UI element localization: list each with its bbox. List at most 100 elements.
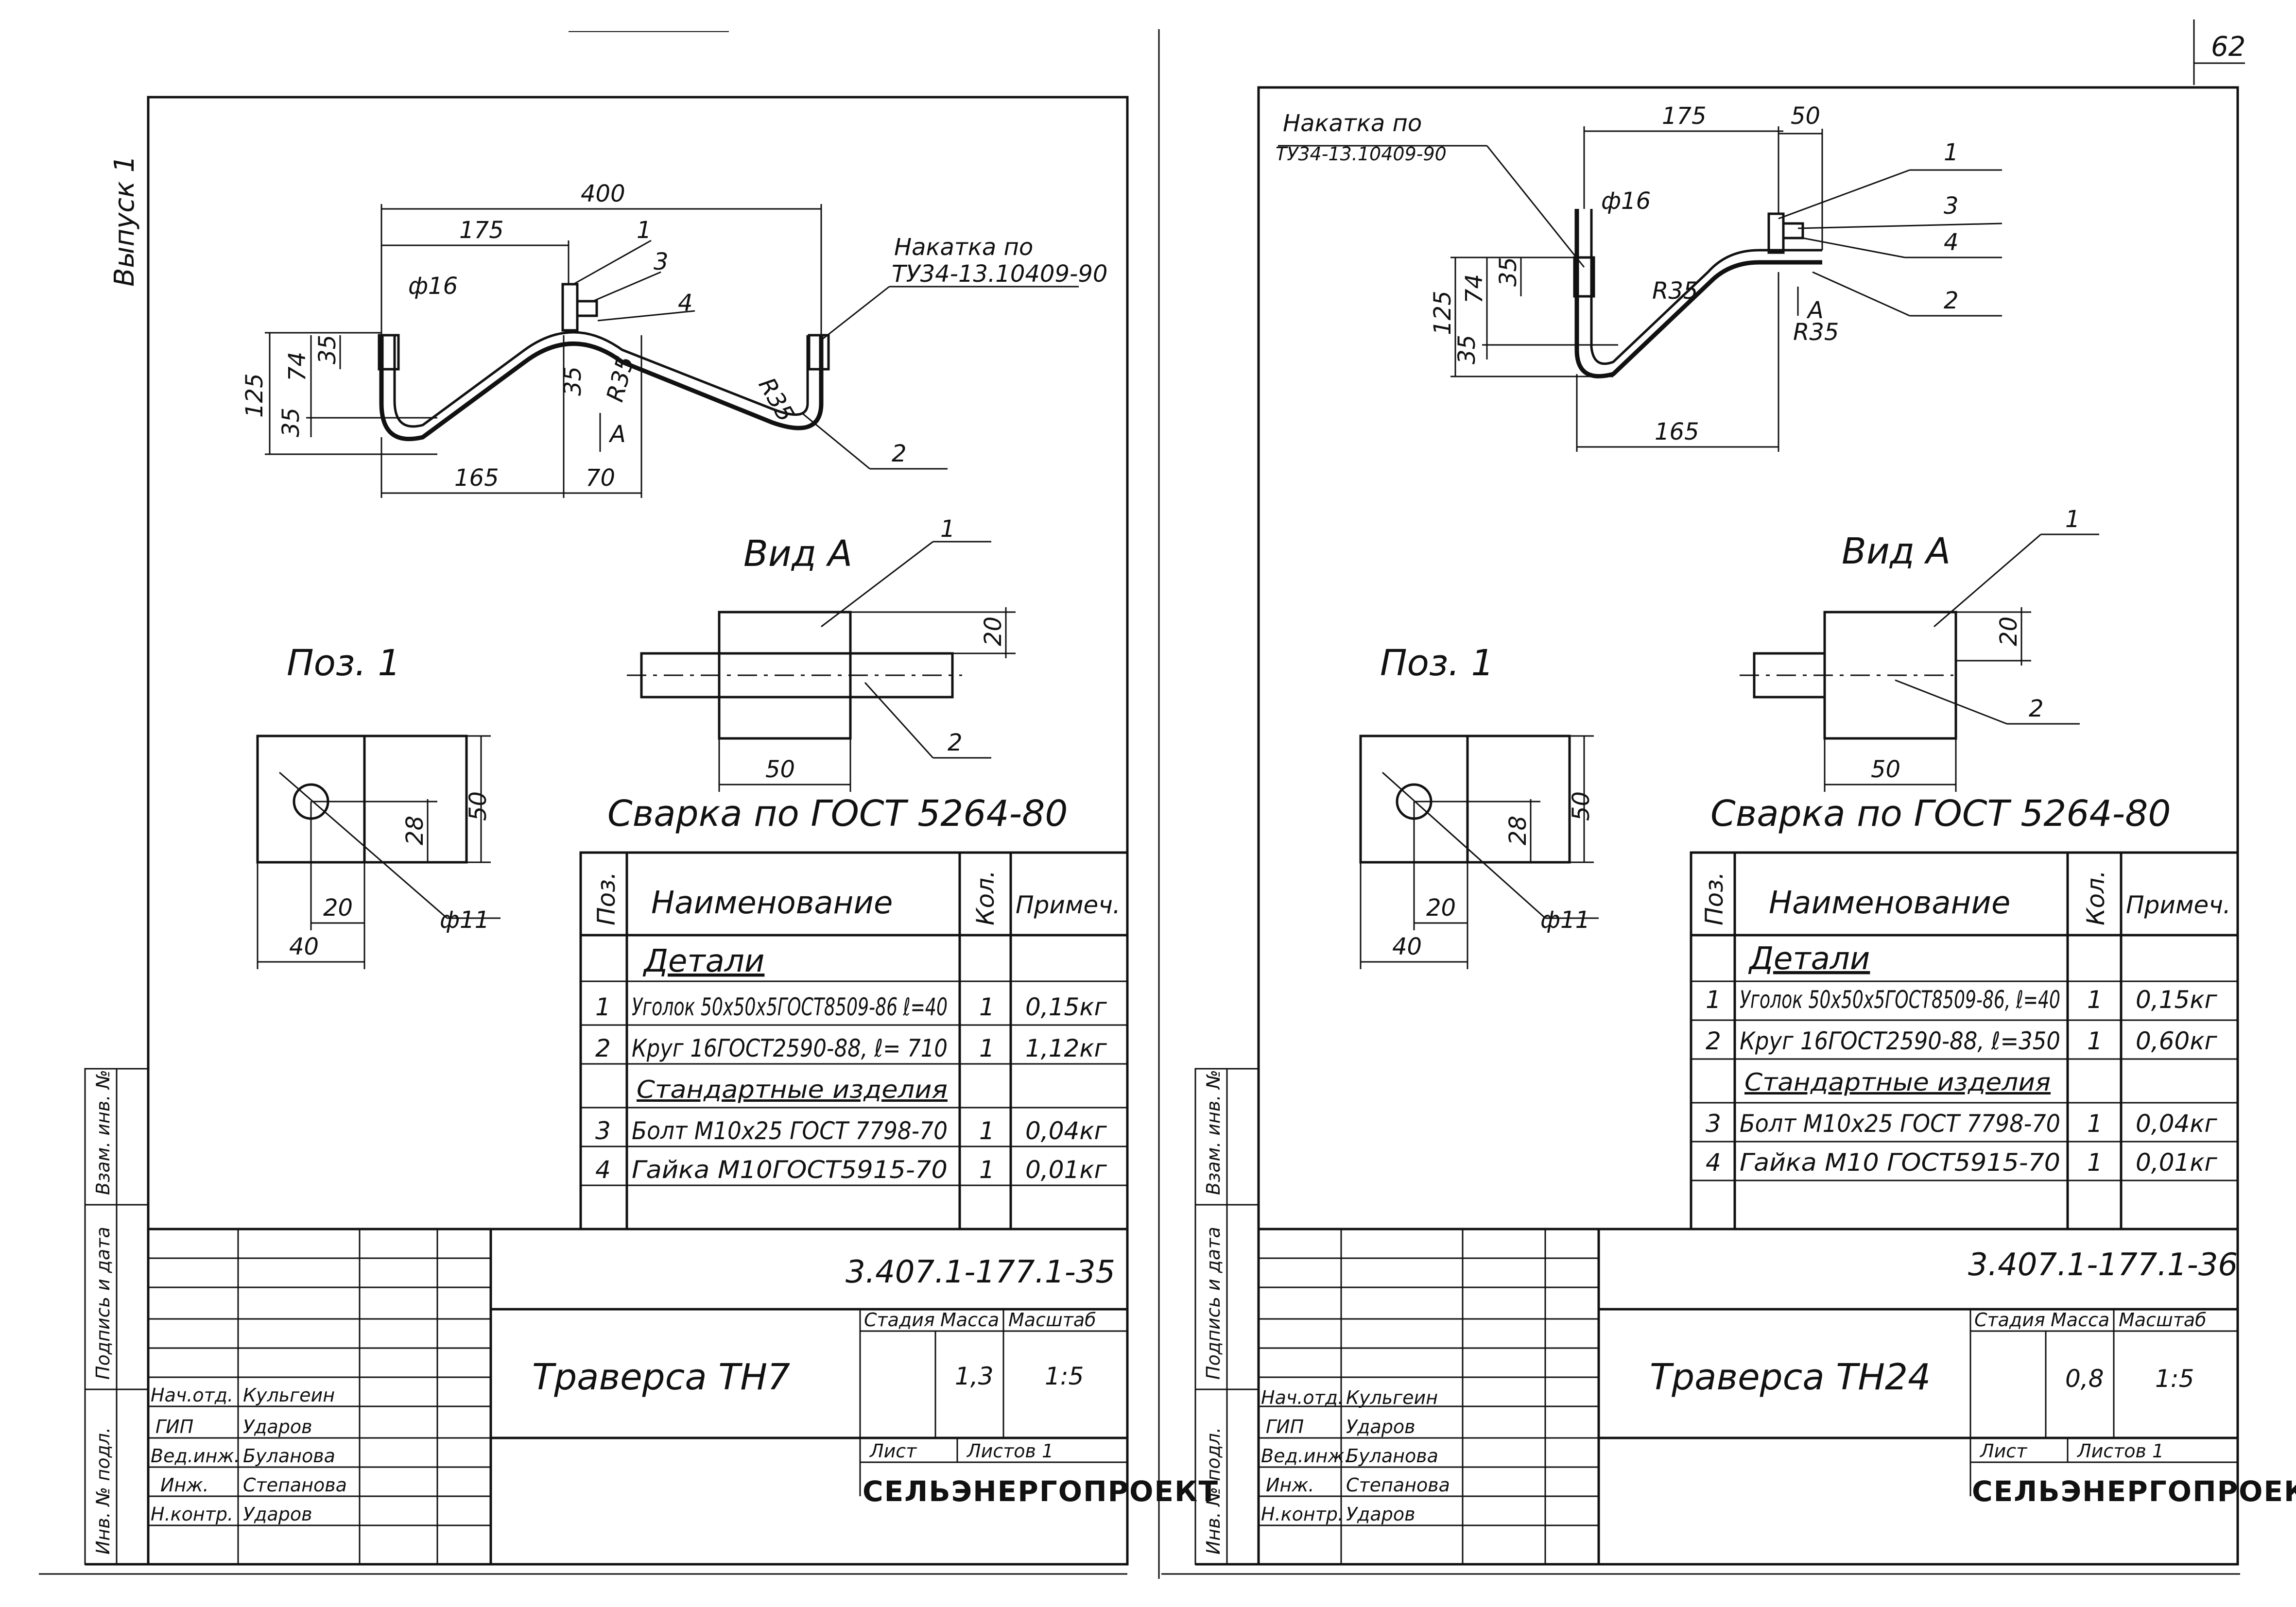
dim-35: 35 — [1495, 257, 1522, 287]
stamp-signature-date: Подпись и дата — [92, 1227, 114, 1380]
view-a-dim-50: 50 — [1871, 756, 1900, 783]
pos1-dim-28: 28 — [1504, 816, 1532, 845]
dim-400: 400 — [581, 180, 625, 207]
sheet-label: Лист — [869, 1440, 917, 1462]
dim-35: 35 — [314, 335, 341, 364]
dim-74: 74 — [1461, 274, 1488, 304]
knurling-note-1: Накатка по — [894, 234, 1033, 261]
signer-role: Инж. — [1266, 1474, 1314, 1496]
spec-cell: 3 — [1706, 1110, 1721, 1138]
signer-role: ГИП — [155, 1416, 193, 1437]
mass-label: Масса — [2051, 1309, 2109, 1331]
sheets-label: Листов 1 — [2076, 1440, 2164, 1462]
spec-cell: Болт М10х25 ГОСТ 7798-70 — [632, 1117, 948, 1145]
issue-label: Выпуск 1 — [109, 155, 140, 287]
signer-name: Степанова — [1346, 1474, 1450, 1496]
spec-cell: Круг 16ГОСТ2590-88, ℓ= 710 — [632, 1034, 948, 1062]
left-stamp-columns: Инв. № подл. Подпись и дата Взам. инв. № — [84, 1068, 149, 1565]
sheets-label: Листов 1 — [966, 1440, 1053, 1462]
scale-label: Масштаб — [2119, 1309, 2207, 1331]
scale-value: 1:5 — [2155, 1365, 2194, 1393]
weld-note: Сварка по ГОСТ 5264-80 — [1710, 793, 2171, 835]
view-a-title: Вид А — [743, 533, 852, 575]
pos1-hole: ф11 — [440, 906, 489, 934]
spec-cell: 2 — [1706, 1027, 1721, 1055]
view-arrow-a: А — [1806, 297, 1824, 324]
view-arrow-a: А — [608, 421, 626, 448]
dim-125: 125 — [1429, 291, 1456, 335]
stamp-signature-date: Подпись и дата — [1203, 1227, 1224, 1380]
view-a-pos-2: 2 — [948, 729, 963, 756]
left-main-view: 400 175 ф16 35 74 125 35 165 70 R35 R35 … — [241, 180, 1107, 498]
right-sheet: Инв. № подл. Подпись и дата Взам. инв. № — [1161, 86, 2296, 1575]
spec-cell: 1 — [979, 1156, 995, 1184]
spec-cell: 3 — [595, 1117, 611, 1145]
signer-name: Степанова — [243, 1474, 347, 1496]
stage-label: Стадия — [1974, 1309, 2045, 1331]
spec-cell: 1 — [2087, 986, 2103, 1014]
spec-cell: Уголок 50х50х5ГОСТ8509-86 ℓ=40 — [632, 993, 948, 1021]
spec-section-parts: Детали — [642, 943, 764, 979]
spec-cell: 0,04кг — [2136, 1110, 2218, 1138]
signer-name: Ударов — [243, 1416, 312, 1437]
spec-cell: Уголок 50х50х5ГОСТ8509-86, ℓ=40 — [1740, 986, 2060, 1014]
drawing-title: Траверса ТН24 — [1650, 1356, 1931, 1398]
pos1-dim-20: 20 — [323, 894, 353, 922]
view-a-title: Вид А — [1842, 530, 1951, 572]
dim-r35a: R35 — [601, 353, 639, 405]
view-a-pos-1: 1 — [940, 515, 955, 543]
knurling-note-2: ТУ34-13.10409-90 — [1276, 143, 1447, 165]
spec-cell: 0,04кг — [1025, 1117, 1107, 1145]
pos-2: 2 — [892, 440, 907, 467]
scale-value: 1:5 — [1045, 1362, 1084, 1390]
spec-cell: 0,15кг — [1025, 993, 1107, 1021]
signer-role: Н.контр. — [151, 1504, 233, 1525]
pos-4: 4 — [1944, 229, 1959, 256]
dim-74: 74 — [284, 352, 311, 381]
pos1-dim-28: 28 — [401, 816, 429, 845]
pos-1: 1 — [637, 217, 652, 244]
pos1-title: Поз. 1 — [287, 642, 400, 684]
spec-header-qty: Кол. — [2082, 870, 2110, 925]
spec-cell: Гайка М10 ГОСТ5915-70 — [1740, 1148, 2060, 1177]
left-spec-table: Поз. Наименование Кол. Примеч. Детали 1 … — [579, 851, 1129, 1231]
dim-35b: 35 — [1453, 335, 1481, 364]
signer-role: Нач.отд. — [1261, 1387, 1344, 1408]
spec-section-std: Стандартные изделия — [637, 1076, 948, 1104]
stamp-inv-no: Инв. № подл. — [1203, 1427, 1224, 1555]
spec-header-name: Наименование — [1769, 885, 2010, 921]
pos-1: 1 — [1944, 139, 1959, 166]
mass-value: 1,3 — [955, 1362, 994, 1390]
spec-cell: 0,15кг — [2136, 986, 2218, 1014]
spec-cell: Болт М10х25 ГОСТ 7798-70 — [1740, 1110, 2060, 1138]
drawing-title: Траверса ТН7 — [532, 1356, 790, 1398]
signer-role: ГИП — [1266, 1416, 1304, 1437]
view-a-pos-1: 1 — [2065, 506, 2080, 533]
knurling-note-1: Накатка по — [1283, 110, 1422, 137]
dim-175: 175 — [459, 217, 504, 244]
spec-cell: 0,01кг — [1025, 1156, 1107, 1184]
pos-2: 2 — [1944, 287, 1959, 314]
spec-cell: 1 — [2087, 1148, 2103, 1177]
signer-name: Кульгеин — [243, 1385, 335, 1406]
spec-cell: 0,60кг — [2136, 1027, 2218, 1055]
spec-cell: 0,01кг — [2136, 1148, 2218, 1177]
signer-name: Буланова — [1346, 1445, 1438, 1467]
spec-cell: 2 — [595, 1034, 611, 1062]
dim-r35a: R35 — [1652, 277, 1698, 305]
page-number-box: 62 — [2193, 19, 2245, 85]
dim-50: 50 — [1791, 103, 1820, 130]
weld-note: Сварка по ГОСТ 5264-80 — [607, 793, 1068, 835]
spec-cell: 1 — [1706, 986, 1721, 1014]
spec-cell: Гайка М10ГОСТ5915-70 — [632, 1156, 948, 1184]
pos-3: 3 — [1944, 192, 1959, 220]
organization: СЕЛЬЭНЕРГОПРОЕКТ — [863, 1475, 1219, 1508]
pos-4: 4 — [678, 290, 693, 317]
pos1-dim-50: 50 — [465, 791, 492, 821]
dim-125: 125 — [241, 373, 268, 418]
dim-phi16: ф16 — [1601, 188, 1651, 215]
pos1-dim-50: 50 — [1568, 791, 1595, 821]
signer-role: Вед.инж. — [151, 1445, 240, 1467]
spec-cell: 1 — [2087, 1027, 2103, 1055]
signer-name: Ударов — [1346, 1416, 1415, 1437]
